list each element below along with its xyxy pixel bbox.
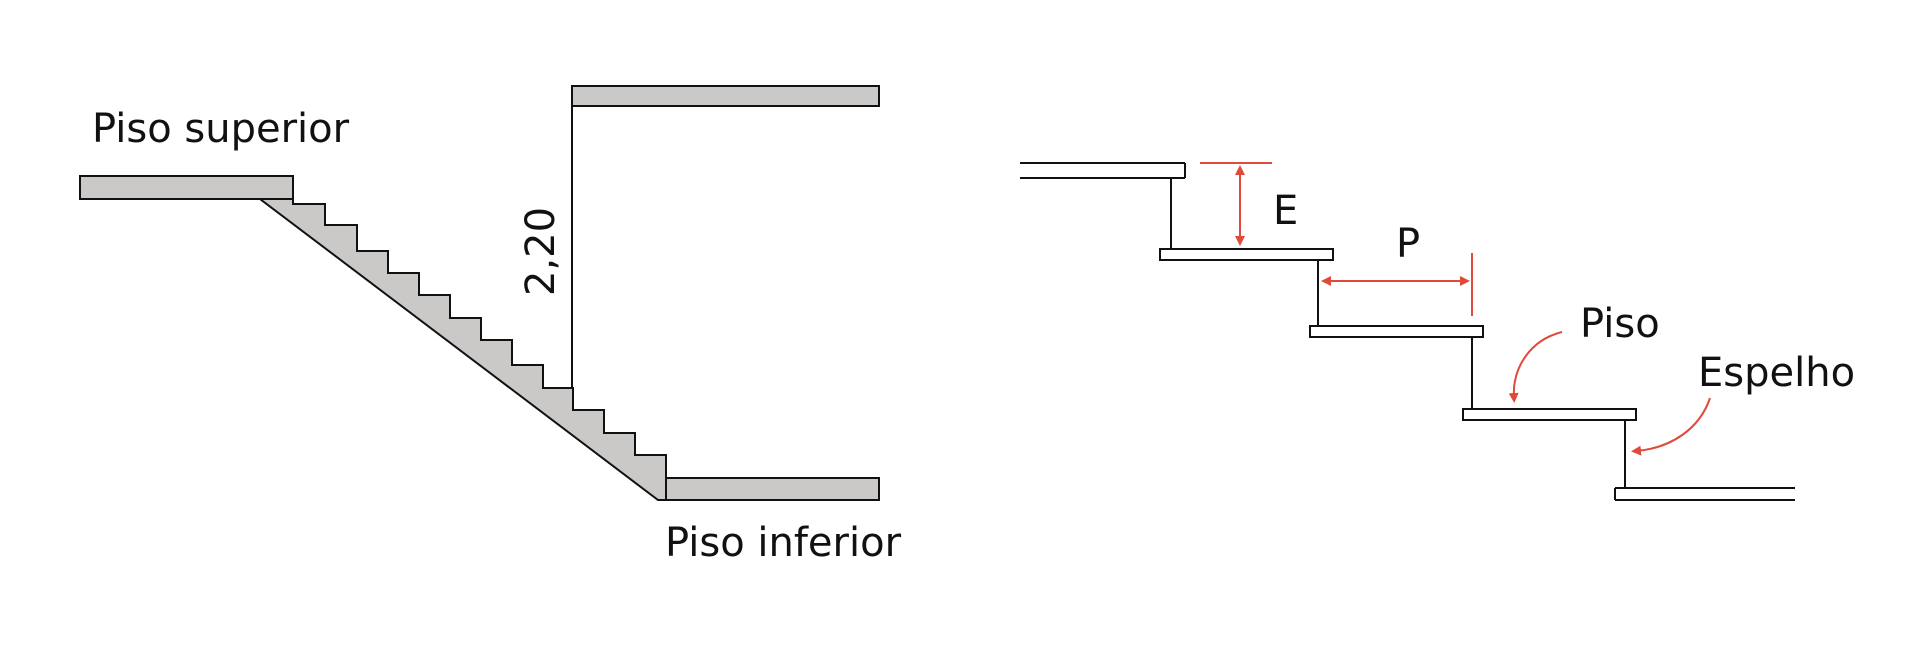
tread-leader xyxy=(1508,331,1563,403)
riser-label: Espelho xyxy=(1698,350,1855,396)
upper-floor-slab xyxy=(79,175,294,200)
riser-leader xyxy=(1631,397,1711,456)
stair-section xyxy=(79,85,880,501)
tread-label: Piso xyxy=(1580,301,1660,347)
tread-depth-label: P xyxy=(1396,221,1420,267)
headroom-dimension-label: 2,20 xyxy=(518,207,564,296)
upper-floor-label: Piso superior xyxy=(92,106,350,152)
riser-height-label: E xyxy=(1273,188,1298,234)
lower-floor-slab xyxy=(665,477,880,501)
tread-3 xyxy=(1462,408,1637,421)
tread-1 xyxy=(1159,248,1334,261)
tread-2 xyxy=(1309,325,1484,338)
ceiling-slab xyxy=(571,85,880,107)
stair-flight xyxy=(257,176,667,501)
step-detail xyxy=(1020,162,1795,501)
lower-floor-label: Piso inferior xyxy=(665,520,902,566)
